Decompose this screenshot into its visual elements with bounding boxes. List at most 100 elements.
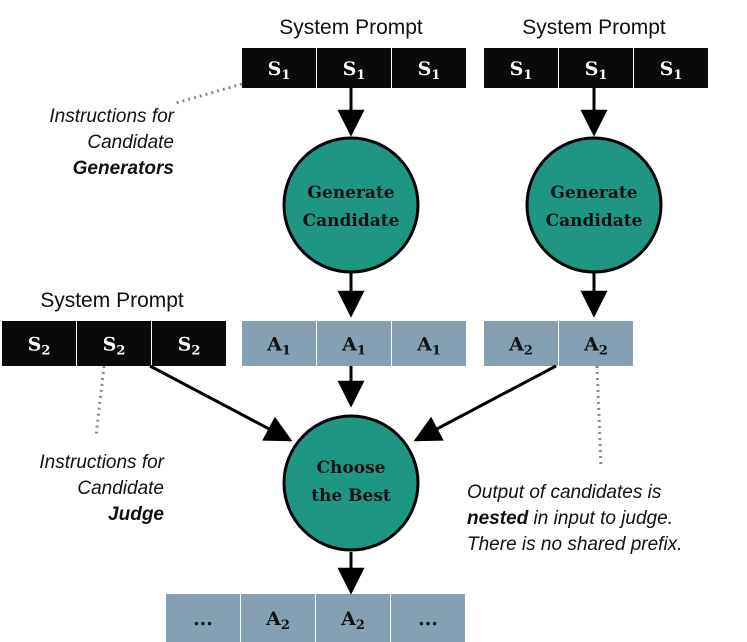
judge-output-token: A2: [316, 594, 390, 642]
nested-annotation-line2: nested in input to judge.: [467, 508, 673, 529]
gen-right-prompt-token-label: S1: [510, 58, 533, 83]
gen-right-output-token: A2: [484, 321, 558, 366]
generate-candidate-node-right: Generate Candidate: [525, 136, 663, 274]
judge-output-token-label: A2: [340, 608, 365, 633]
nested-annotation-line2-rest: in input to judge.: [528, 508, 673, 529]
gen-right-output-token-box: [484, 321, 558, 366]
gen-right-output-token-base: A: [583, 334, 599, 356]
gen-left-output-token-subscript: 1: [432, 344, 441, 359]
gen-left-prompt-token: S1: [392, 48, 466, 88]
judge-output-token-box: [166, 594, 240, 642]
judge-prompt-token-subscript: 2: [41, 344, 50, 359]
gen-left-output-token-subscript: 1: [282, 344, 291, 359]
judge-annotation-line2: Candidate: [77, 478, 164, 499]
judge-output-token-label: ...: [418, 608, 438, 630]
gen-left-prompt-token-subscript: 1: [356, 68, 365, 83]
gen-left-prompt-token-label: S1: [418, 58, 441, 83]
judge-output-token-box: [391, 594, 465, 642]
gen-left-prompt-token: S1: [242, 48, 316, 88]
gen-left-output-token-box: [317, 321, 391, 366]
gen-right-prompt-token: S1: [559, 48, 633, 88]
gen-right-output-token-base: A: [508, 334, 524, 356]
gen-left-prompt-token-base: S: [343, 58, 357, 80]
judge-prompt-token-box: [152, 321, 226, 366]
gen-right-prompt-token-label: S1: [660, 58, 683, 83]
generator-right-output-tokens: A2 A2: [484, 321, 633, 366]
judge-prompt-token-label: S2: [178, 334, 201, 359]
gen-right-output-token-label: A2: [583, 334, 608, 359]
judge-prompt-token-label: S2: [28, 334, 51, 359]
judge-output-token-subscript: 2: [356, 618, 365, 633]
judge-output-token-base: A: [265, 608, 281, 630]
judge-output-token-base: ...: [418, 608, 438, 630]
judge-output-token: ...: [391, 594, 465, 642]
judge-output-token-base: A: [340, 608, 356, 630]
gen-right-prompt-token-base: S: [510, 58, 524, 80]
generate-candidate-left-line2: Candidate: [303, 211, 400, 231]
judge-prompt-token-box: [2, 321, 76, 366]
choose-the-best-line1: Choose: [317, 458, 386, 478]
judge-prompt-token-subscript: 2: [191, 344, 200, 359]
generator-left-output-tokens: A1 A1 A1: [242, 321, 466, 366]
gen-left-output-token-box: [242, 321, 316, 366]
generate-candidate-right-line2: Candidate: [546, 211, 643, 231]
judge-output-token-subscript: 2: [281, 618, 290, 633]
generators-annotation-line2: Candidate: [87, 132, 174, 153]
arrow-judge-prompt-to-choose: [149, 364, 293, 442]
gen-left-prompt-token: S1: [317, 48, 391, 88]
gen-left-output-token-box: [392, 321, 466, 366]
gen-right-prompt-token-box: [559, 48, 633, 88]
judge-output-token-label: A2: [265, 608, 290, 633]
gen-left-prompt-token-box: [392, 48, 466, 88]
gen-right-prompt-token-box: [484, 48, 558, 88]
gen-left-prompt-token-subscript: 1: [281, 68, 290, 83]
judge-prompt-token: S2: [152, 321, 226, 366]
gen-left-prompt-token-label: S1: [268, 58, 291, 83]
judge-prompt-token-subscript: 2: [116, 344, 125, 359]
arrow-right-output-to-choose: [413, 364, 557, 442]
gen-left-prompt-token-base: S: [418, 58, 432, 80]
judge-prompt-token-base: S: [28, 334, 42, 356]
judge-output-token-label: ...: [193, 608, 213, 630]
judge-prompt-token-label: S2: [103, 334, 126, 359]
gen-left-prompt-token-label: S1: [343, 58, 366, 83]
choose-the-best-node: Choose the Best: [282, 414, 420, 552]
leader-nested-annotation: [595, 365, 603, 467]
gen-right-prompt-token-subscript: 1: [673, 68, 682, 83]
judge-output-token-box: [316, 594, 390, 642]
system-prompt-heading-right: System Prompt: [522, 16, 666, 39]
gen-left-prompt-token-base: S: [268, 58, 282, 80]
judge-output-token-box: [241, 594, 315, 642]
judge-prompt-token-base: S: [178, 334, 192, 356]
gen-left-output-token-label: A1: [416, 334, 441, 359]
gen-left-output-token-subscript: 1: [357, 344, 366, 359]
judge-annotation-line1: Instructions for: [39, 452, 164, 473]
nested-annotation-line3: There is no shared prefix.: [467, 534, 682, 555]
generate-candidate-right-line1: Generate: [550, 183, 637, 203]
leader-judge-annotation: [94, 365, 106, 437]
nested-annotation: Output of candidates is nested in input …: [467, 482, 682, 555]
judge-prompt-token-box: [77, 321, 151, 366]
gen-right-prompt-token-base: S: [660, 58, 674, 80]
gen-left-output-token: A1: [242, 321, 316, 366]
gen-left-output-token: A1: [392, 321, 466, 366]
gen-left-output-token: A1: [317, 321, 391, 366]
generate-candidate-left-line1: Generate: [307, 183, 394, 203]
gen-right-prompt-token-subscript: 1: [523, 68, 532, 83]
generators-annotation-line3: Generators: [73, 158, 174, 179]
judge-annotation-line3: Judge: [108, 504, 164, 525]
gen-right-prompt-token: S1: [634, 48, 708, 88]
gen-right-prompt-token: S1: [484, 48, 558, 88]
gen-left-output-token-label: A1: [341, 334, 366, 359]
system-prompt-heading-left: System Prompt: [279, 16, 423, 39]
gen-right-prompt-token-label: S1: [585, 58, 608, 83]
judge-prompt-token: S2: [2, 321, 76, 366]
judge-prompt-token: S2: [77, 321, 151, 366]
gen-left-prompt-token-box: [317, 48, 391, 88]
gen-right-prompt-token-base: S: [585, 58, 599, 80]
gen-right-output-token-label: A2: [508, 334, 533, 359]
